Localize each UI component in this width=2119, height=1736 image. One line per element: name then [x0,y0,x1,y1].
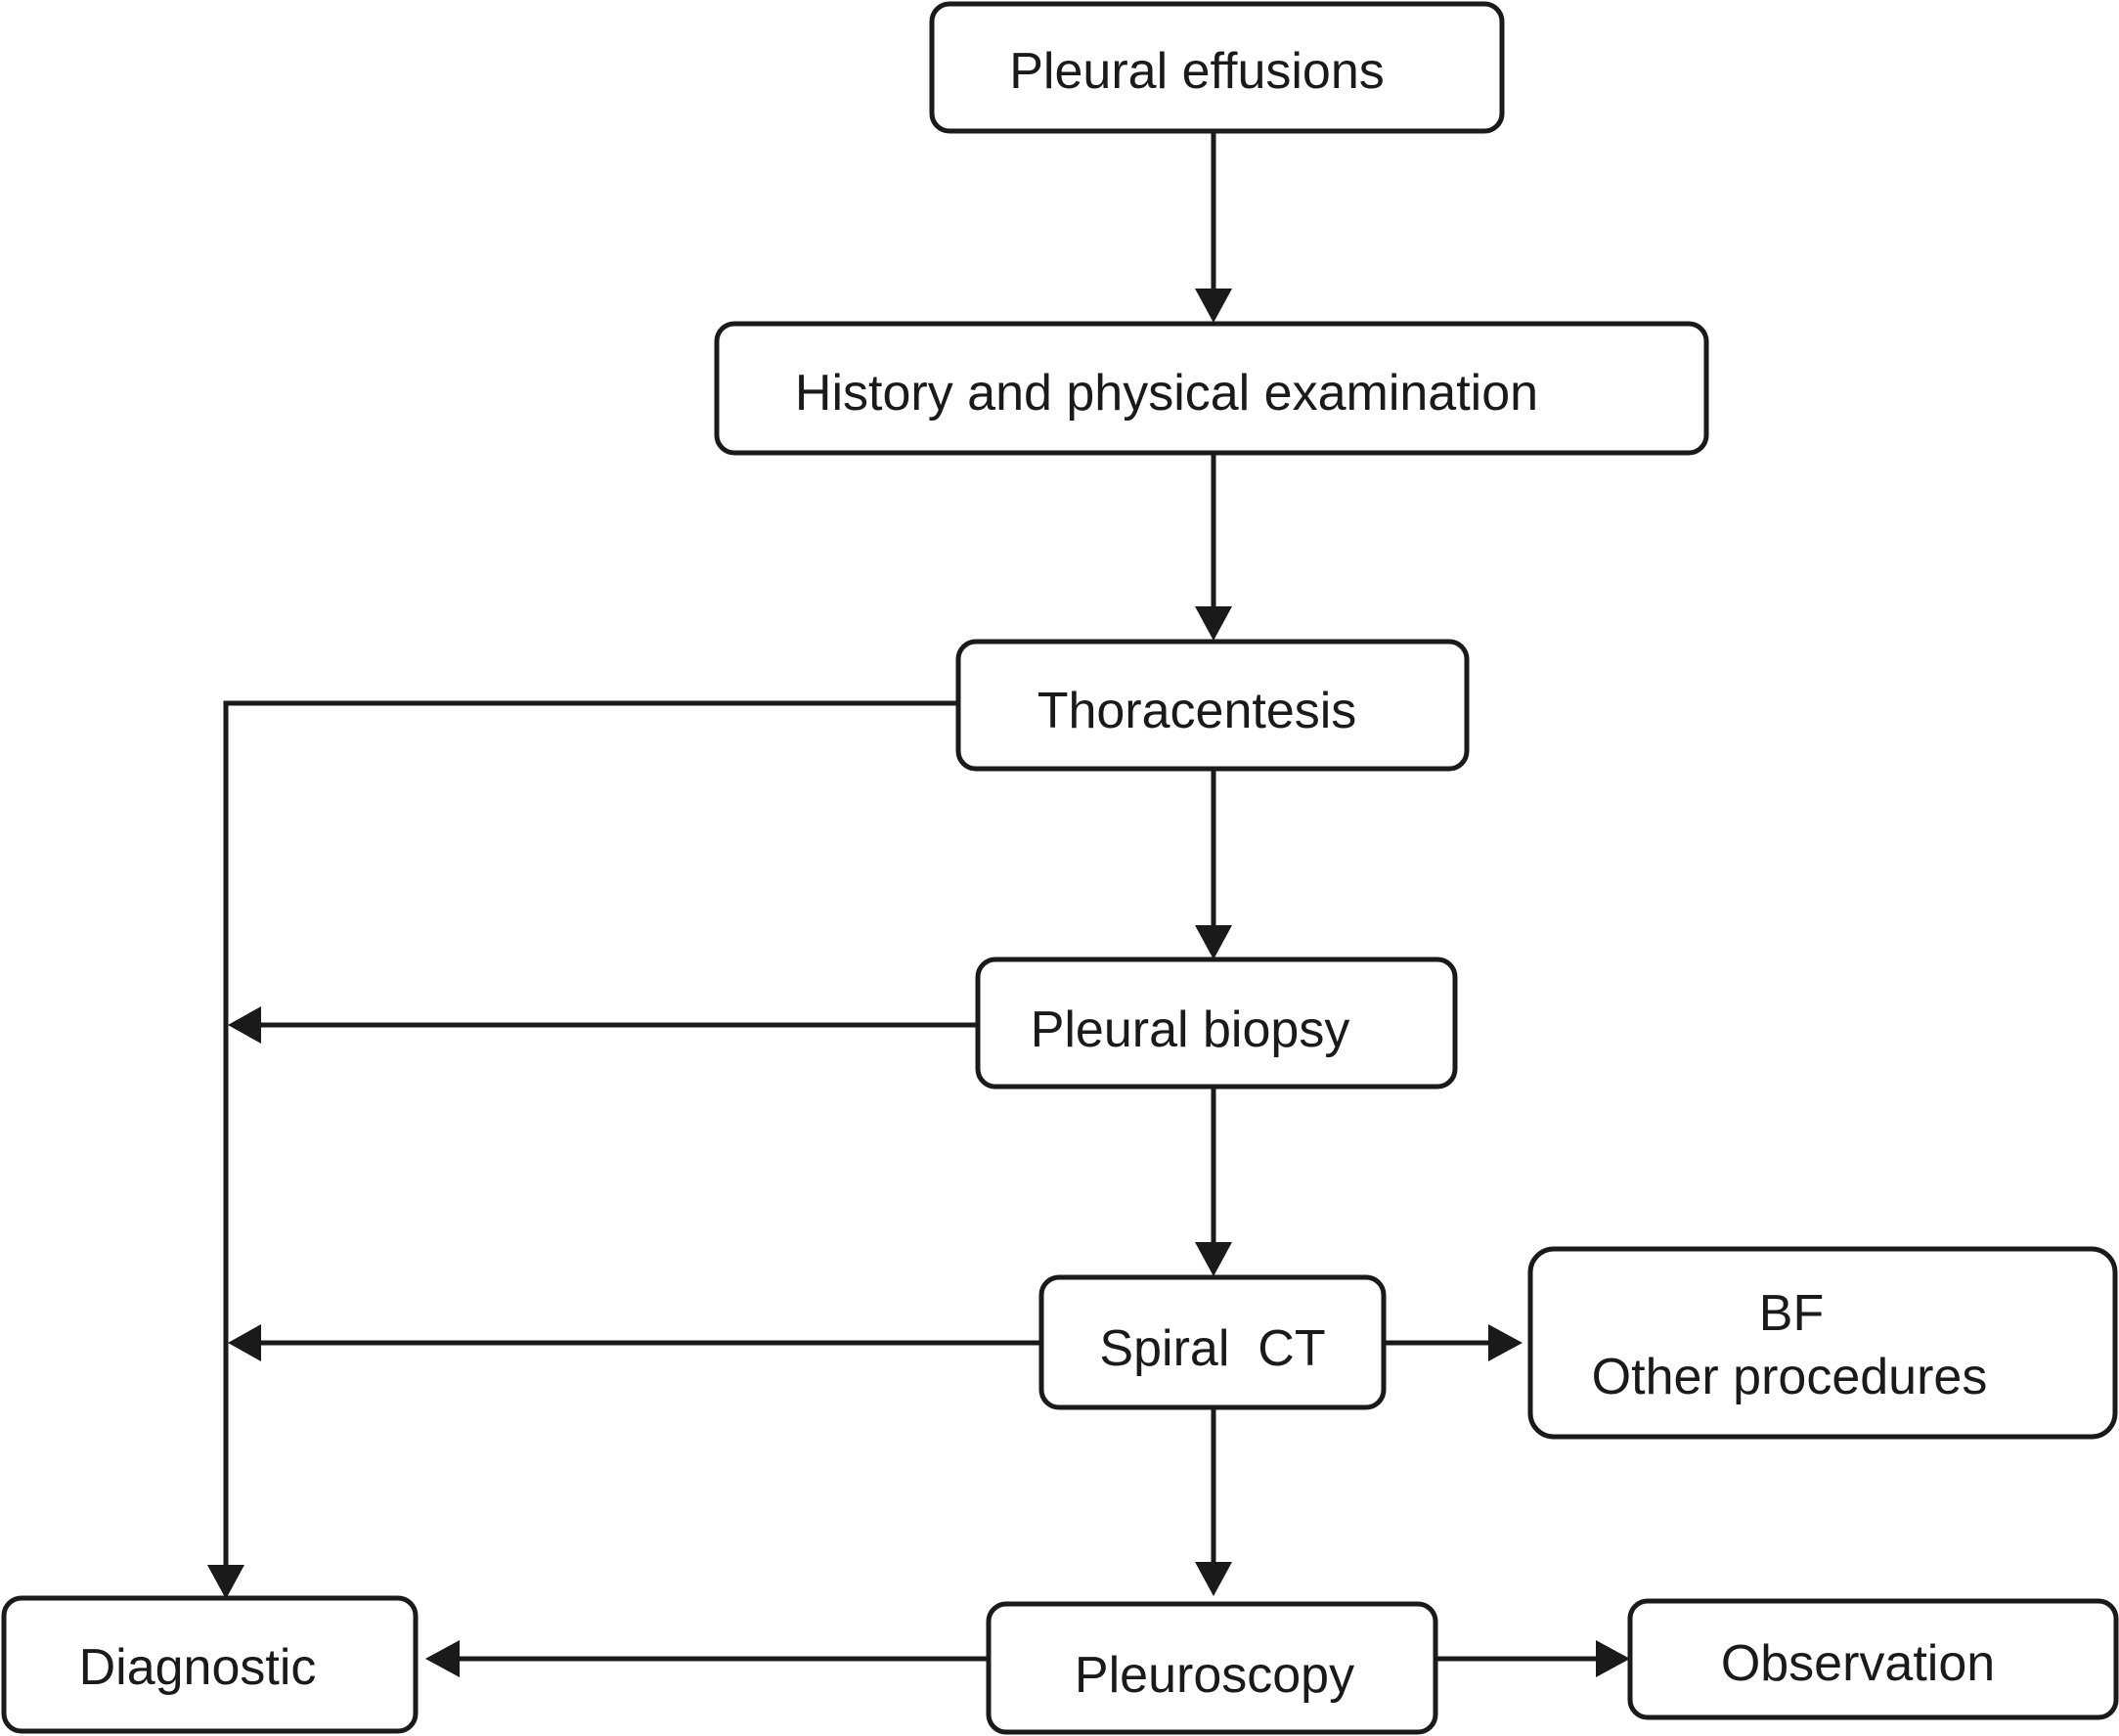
arrowhead-observation [1596,1640,1630,1677]
node-pleuroscopy: Pleuroscopy [986,1601,1438,1735]
arrowhead-biopsy [1195,925,1232,959]
node-label: Spiral CT [1099,1320,1325,1377]
node-pleural-effusions: Pleural effusions [929,1,1505,134]
node-observation: Observation [1627,1598,2119,1720]
arrowhead-bus-biopsy [228,1006,261,1044]
node-label-line1: BF [1759,1285,1824,1342]
arrowhead-thoracentesis [1195,606,1232,641]
node-label: Pleural effusions [1009,43,1385,100]
node-bf-other-procedures: BF Other procedures [1527,1246,2118,1440]
node-label: Thoracentesis [1037,683,1357,739]
arrowhead-history [1195,289,1232,323]
node-thoracentesis: Thoracentesis [955,639,1470,772]
node-label: Pleural biopsy [1031,1002,1350,1058]
arrowhead-pleuroscopy [1195,1562,1232,1596]
arrowhead-diagnostic-side [425,1640,460,1677]
node-history-exam: History and physical examination [714,321,1709,456]
arrowhead-diagnostic-top [207,1565,244,1599]
edge-thoracentesis-to-diagnostic [223,700,958,1565]
arrowhead-bus-ct [228,1324,261,1361]
node-label: Diagnostic [79,1639,317,1696]
arrowhead-bf [1488,1324,1523,1361]
edges [207,131,1630,1677]
node-label-line2: Other procedures [1592,1349,1988,1405]
node-label: Observation [1721,1635,1995,1692]
node-label: History and physical examination [795,365,1538,422]
arrowhead-ct [1195,1242,1232,1276]
node-pleural-biopsy: Pleural biopsy [975,957,1458,1090]
node-label: Pleuroscopy [1075,1647,1354,1704]
node-spiral-ct: Spiral CT [1038,1274,1387,1410]
node-diagnostic: Diagnostic [1,1595,419,1734]
